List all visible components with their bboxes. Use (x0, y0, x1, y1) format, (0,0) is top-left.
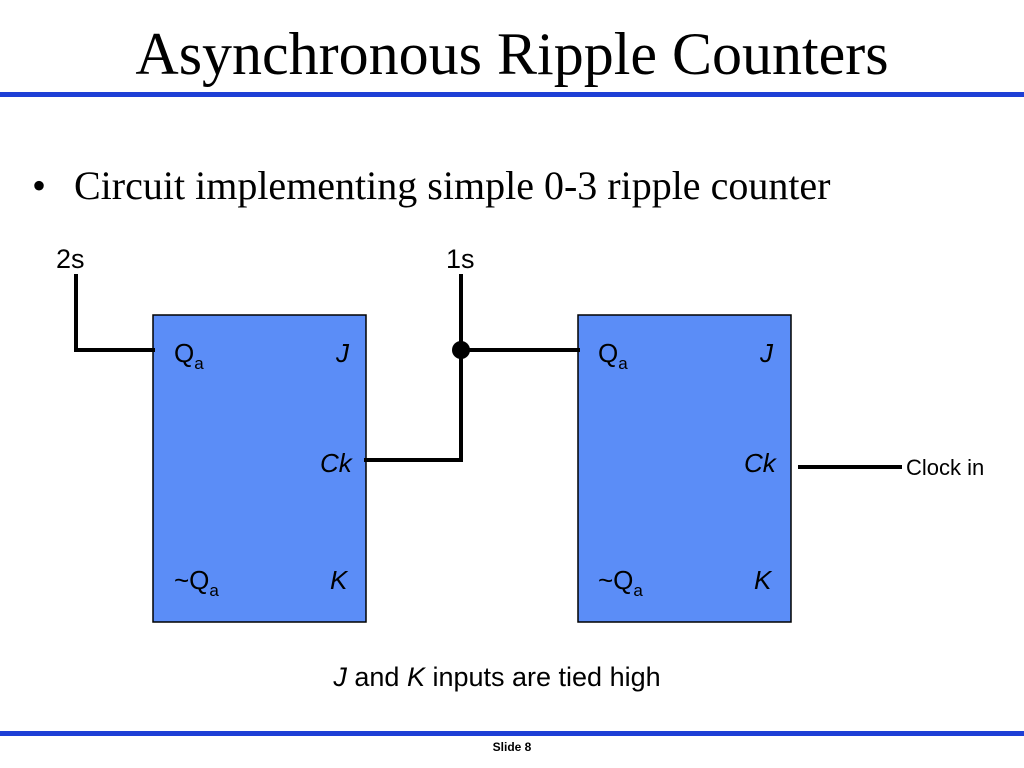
bullet-item: • Circuit implementing simple 0-3 ripple … (32, 160, 831, 212)
ff1-ck-label: Ck (320, 448, 354, 478)
ff1-j-label: J (335, 338, 350, 368)
clock-in-label: Clock in (906, 455, 984, 480)
ff2-k-label: K (754, 565, 773, 595)
ff2-j-label: J (759, 338, 774, 368)
bullet-text: Circuit implementing simple 0-3 ripple c… (74, 163, 831, 208)
ff2-ck-label: Ck (744, 448, 778, 478)
junction-dot (452, 341, 470, 359)
diagram-caption: J and K inputs are tied high (332, 662, 660, 692)
flip-flop-left (152, 314, 367, 623)
flip-flop-right (577, 314, 792, 623)
ff2-q-label: Qa (598, 338, 628, 373)
ff2-nq-label: ~Qa (598, 565, 643, 600)
slide-number: Slide 8 (492, 740, 532, 754)
footer-rule (0, 731, 1024, 736)
output-2s-label: 2s (56, 244, 85, 274)
ff1-k-label: K (330, 565, 349, 595)
title-rule (0, 92, 1024, 97)
wire-2s-output (74, 274, 155, 352)
wire-1s-output (364, 274, 463, 462)
ff1-q-label: Qa (174, 338, 204, 373)
ff1-nq-label: ~Qa (174, 565, 219, 600)
bullet-glyph: • (32, 163, 47, 208)
output-1s-label: 1s (446, 244, 475, 274)
slide-title: Asynchronous Ripple Counters (135, 21, 889, 87)
